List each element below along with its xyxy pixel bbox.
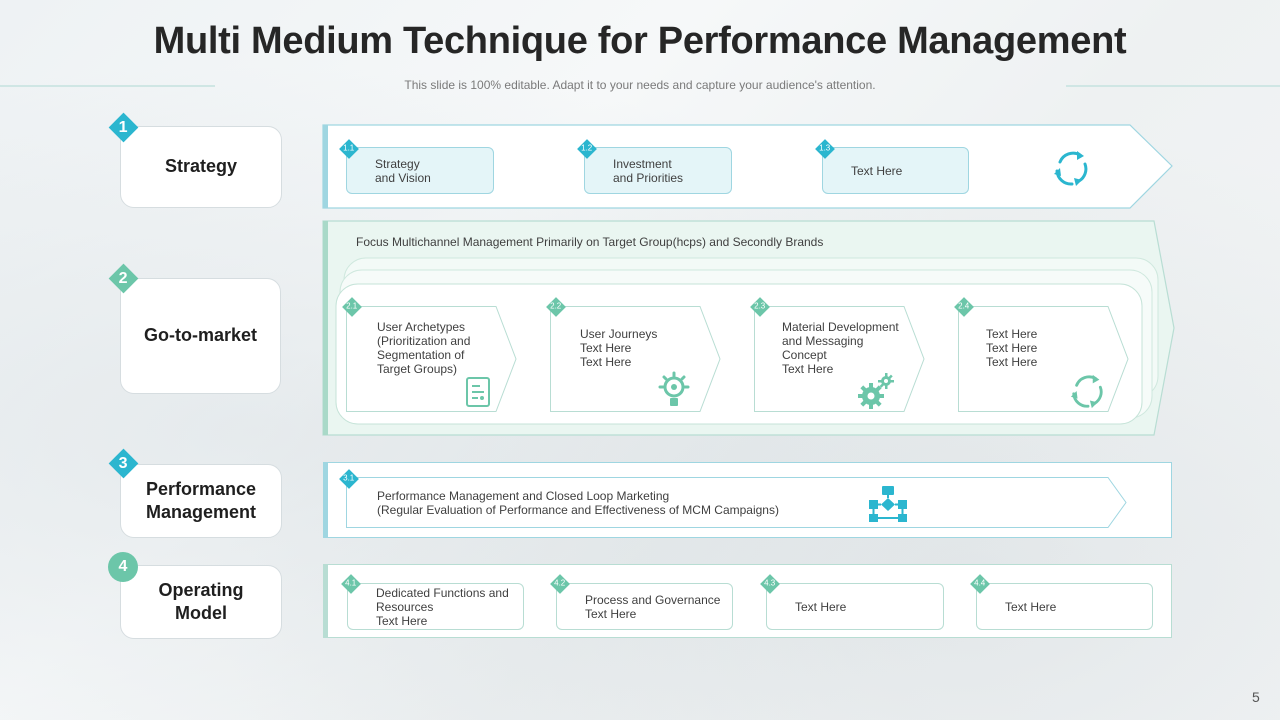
- item-4-2[interactable]: Process and Governance Text Here: [556, 583, 733, 630]
- category-label: Performance Management: [145, 478, 257, 522]
- item-2-4-text: Text Here Text Here Text Here: [986, 327, 1038, 369]
- category-strategy[interactable]: Strategy: [120, 126, 282, 208]
- focus-statement: Focus Multichannel Management Primarily …: [356, 235, 824, 249]
- category-label: Operating Model: [158, 579, 244, 623]
- item-4-4[interactable]: Text Here: [976, 583, 1153, 630]
- item-1-1[interactable]: Strategy and Vision: [346, 147, 494, 194]
- refresh-icon: [1054, 151, 1088, 186]
- item-4-1[interactable]: Dedicated Functions and Resources Text H…: [347, 583, 524, 630]
- header-rule-right: [1066, 85, 1280, 87]
- item-3-1-text: Performance Management and Closed Loop M…: [377, 489, 779, 517]
- item-3-1[interactable]: [346, 477, 1128, 529]
- step-number-badge: 4: [108, 552, 138, 582]
- category-go-to-market[interactable]: Go-to-market: [120, 278, 281, 394]
- header-rule-left: [0, 85, 215, 87]
- chevron-card-2-4[interactable]: [958, 306, 1130, 414]
- lightbulb-gear-icon: [658, 371, 690, 406]
- category-operating-model[interactable]: Operating Model: [120, 565, 282, 639]
- row-4-accent: [323, 564, 328, 638]
- item-2-3-text: Material Development and Messaging Conce…: [782, 320, 899, 376]
- category-performance-management[interactable]: Performance Management: [120, 464, 282, 538]
- row-3-accent: [323, 462, 328, 538]
- item-2-2-text: User Journeys Text Here Text Here: [580, 327, 658, 369]
- document-icon: [466, 377, 490, 407]
- category-label: Strategy: [164, 156, 238, 177]
- slide-subtitle: This slide is 100% editable. Adapt it to…: [404, 78, 876, 92]
- page-number: 5: [1252, 689, 1260, 705]
- slide-title: Multi Medium Technique for Performance M…: [153, 20, 1127, 62]
- item-2-1-text: User Archetypes (Prioritization and Segm…: [377, 320, 471, 376]
- item-1-2[interactable]: Investment and Priorities: [584, 147, 732, 194]
- row-2-arrow-frame: [322, 220, 1175, 436]
- chevron-card-2-2[interactable]: [550, 306, 722, 414]
- flowchart-icon: [869, 486, 907, 522]
- item-1-3[interactable]: Text Here: [822, 147, 969, 194]
- refresh-icon: [1070, 374, 1103, 409]
- category-label: Go-to-market: [143, 325, 257, 346]
- gears-icon: [858, 373, 894, 409]
- item-4-3[interactable]: Text Here: [766, 583, 944, 630]
